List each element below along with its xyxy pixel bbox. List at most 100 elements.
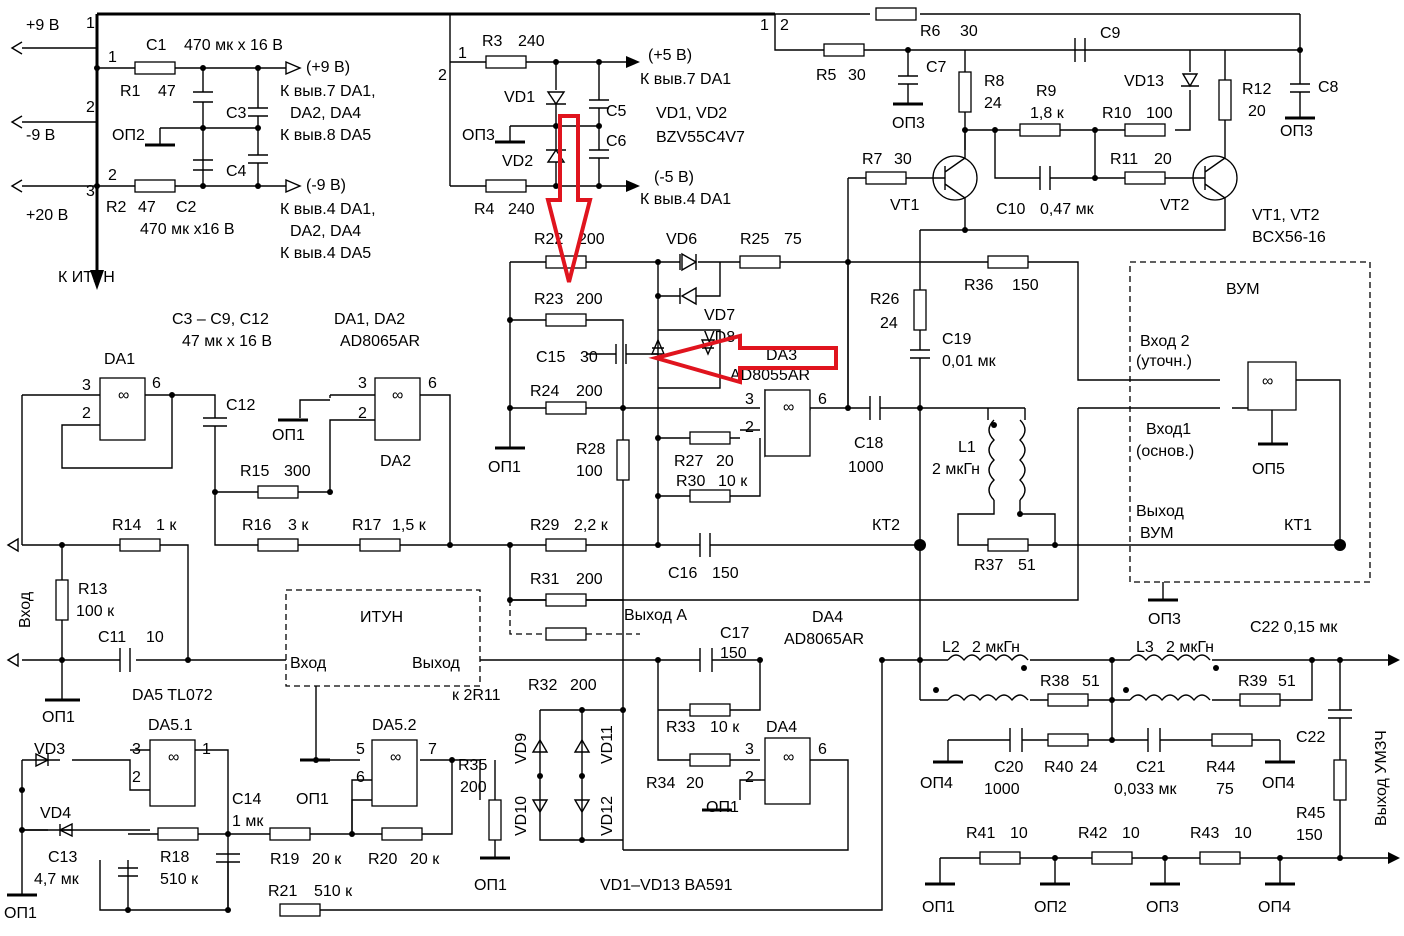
label-op3: ОП3	[1148, 611, 1181, 628]
label-c9: C9	[1100, 25, 1121, 42]
label-vd11: VD11	[599, 725, 616, 764]
label-vd9: VD9	[513, 733, 530, 764]
label-r13: R13	[78, 581, 107, 598]
pin-label: 1	[760, 17, 769, 34]
resistor-r14	[119, 538, 161, 552]
resistor-r29	[545, 538, 587, 552]
pin-label: 2	[745, 419, 754, 436]
label-r34-value: 20	[686, 775, 704, 792]
resistor-r37	[987, 538, 1029, 552]
label-vt-type: VT1, VT2	[1252, 207, 1320, 224]
label-r23-value: 200	[576, 291, 603, 308]
label-plus9-input: +9 В	[26, 17, 59, 34]
label-vd7: VD7	[704, 307, 735, 324]
pin-label: 1	[202, 741, 211, 758]
resistor-r16	[257, 538, 299, 552]
label-c4: C4	[226, 163, 247, 180]
label-r26-value: 24	[880, 315, 898, 332]
label-c20: C20	[994, 759, 1023, 776]
label-r36-value: 150	[1012, 277, 1039, 294]
opamp-da3-box	[764, 389, 811, 457]
label-c13: C13	[48, 849, 77, 866]
label-op2: ОП2	[112, 127, 145, 144]
resistor-r41	[979, 851, 1021, 865]
resistor-r19	[269, 827, 311, 841]
label-itun-input: Вход	[290, 655, 327, 672]
label-op3: ОП3	[462, 127, 495, 144]
resistor-r34	[689, 753, 731, 767]
itun-block	[285, 589, 481, 687]
resistor-r12	[1218, 79, 1232, 121]
label-vd3: VD3	[34, 741, 65, 758]
pin-label: 5	[356, 741, 365, 758]
label-r41: R41	[966, 825, 995, 842]
resistor-r35	[488, 799, 502, 841]
resistor-r39	[1239, 693, 1281, 707]
pin-label: 2	[745, 769, 754, 786]
label-r31-value: 200	[576, 571, 603, 588]
label-r29-value: 2,2 к	[574, 517, 609, 534]
label-r21-value: 510 к	[314, 883, 353, 900]
opamp-symbol: ∞	[783, 399, 794, 416]
resistor-r26	[913, 289, 927, 331]
label-input2: Вход 2	[1140, 333, 1190, 350]
label-r37-value: 51	[1018, 557, 1036, 574]
resistor-r31	[545, 593, 587, 607]
label-r44: R44	[1206, 759, 1235, 776]
label-r4: R4	[474, 201, 495, 218]
opamp-vum	[1247, 361, 1297, 411]
label-vt-type: BCX56-16	[1252, 229, 1326, 246]
label-r35: R35	[458, 757, 487, 774]
label-r20-value: 20 к	[410, 851, 440, 868]
label-r5: R5	[816, 67, 837, 84]
label-r25-value: 75	[784, 231, 802, 248]
label-itun-output: Выход	[412, 655, 461, 672]
label-c2-value: 470 мк х16 В	[140, 221, 235, 238]
label-op5: ОП5	[1252, 461, 1285, 478]
label-r38-value: 51	[1082, 673, 1100, 690]
label-r14: R14	[112, 517, 141, 534]
label-c17: C17	[720, 625, 749, 642]
label-r18: R18	[160, 849, 189, 866]
label-vum-output: ВУМ	[1140, 525, 1174, 542]
label-r17: R17	[352, 517, 381, 534]
label-r8: R8	[984, 73, 1005, 90]
label-op1: ОП1	[922, 899, 955, 916]
label-l3: L3	[1136, 639, 1154, 656]
pin-label: 2	[438, 67, 447, 84]
label-r16: R16	[242, 517, 271, 534]
label-output-a: Выход А	[624, 607, 687, 624]
pin-label: 6	[818, 391, 827, 408]
label-r24: R24	[530, 383, 559, 400]
label-r43-value: 10	[1234, 825, 1252, 842]
label-c16-value: 150	[712, 565, 739, 582]
label-c17-value: 150	[720, 645, 747, 662]
label-op3: ОП3	[1146, 899, 1179, 916]
opamp-symbol: ∞	[392, 387, 403, 404]
label-da51: DA5.1	[148, 717, 193, 734]
label-itun: ИТУН	[360, 609, 403, 626]
pin-label: 3	[358, 375, 367, 392]
resistor-r32	[545, 627, 587, 641]
resistor-r15	[257, 485, 299, 499]
label-vd13: VD13	[1124, 73, 1164, 90]
label-c14: C14	[232, 791, 261, 808]
opamp-da51	[149, 739, 196, 807]
label-vd10: VD10	[513, 796, 530, 836]
resistor-r25	[739, 255, 781, 269]
label-out-minus9: (-9 В)	[306, 177, 346, 194]
label-c13-value: 4,7 мк	[34, 871, 80, 888]
label-l3-value: 2 мкГн	[1166, 639, 1214, 656]
opamp-da4	[764, 737, 811, 805]
vum-block	[1129, 261, 1371, 583]
label-r2-value: 47	[138, 199, 156, 216]
label-r17-value: 1,5 к	[392, 517, 427, 534]
label-r40: R40	[1044, 759, 1073, 776]
label-r12-value: 20	[1248, 103, 1266, 120]
pin-label: 6	[818, 741, 827, 758]
label-r39: R39	[1238, 673, 1267, 690]
resistor-r10	[1124, 123, 1166, 137]
label-r45: R45	[1296, 805, 1325, 822]
label-r2: R2	[106, 199, 127, 216]
